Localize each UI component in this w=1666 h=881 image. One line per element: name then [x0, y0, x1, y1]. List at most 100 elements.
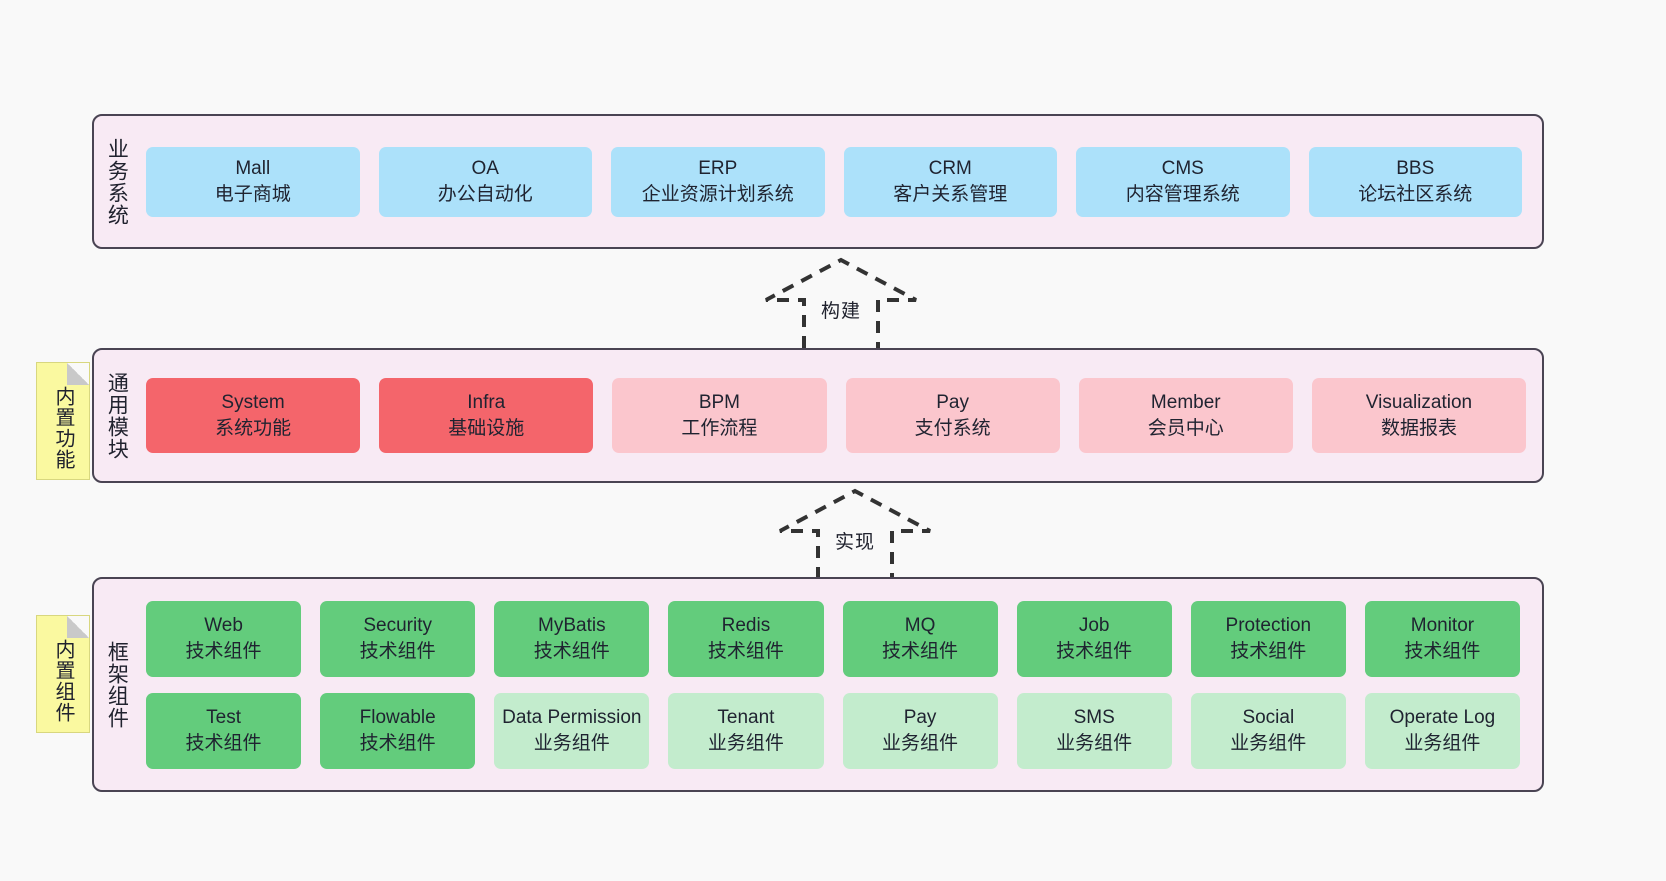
- module-card-member[interactable]: Member 会员中心: [1078, 378, 1293, 453]
- layer-row: System 系统功能 Infra 基础设施 BPM 工作流程 Pay 支付系统…: [146, 378, 1527, 453]
- module-card-cn: 会员中心: [1147, 417, 1224, 439]
- module-card-protection[interactable]: Protection 技术组件: [1190, 600, 1346, 677]
- module-card-cn: 办公自动化: [437, 183, 533, 205]
- module-card-en: Visualization: [1365, 392, 1473, 414]
- module-card-mybatis[interactable]: MyBatis 技术组件: [494, 600, 650, 677]
- module-card-en: CRM: [928, 158, 972, 180]
- module-card-en: Operate Log: [1389, 707, 1496, 729]
- module-card-visualization[interactable]: Visualization 数据报表: [1311, 378, 1527, 453]
- module-card-system[interactable]: System 系统功能: [146, 378, 361, 453]
- module-card-cn: 客户关系管理: [893, 183, 1008, 205]
- note-builtin-functions: 内置功能: [36, 362, 90, 480]
- note-fold-corner-icon: [67, 616, 89, 638]
- module-card-en: SMS: [1073, 707, 1115, 729]
- module-card-sms[interactable]: SMS 业务组件: [1016, 692, 1172, 769]
- module-card-cn: 技术组件: [1230, 640, 1307, 662]
- module-card-cn: 支付系统: [914, 417, 991, 439]
- module-card-data-permission[interactable]: Data Permission 业务组件: [494, 692, 650, 769]
- module-card-pay-business[interactable]: Pay 业务组件: [842, 692, 998, 769]
- module-card-crm[interactable]: CRM 客户关系管理: [843, 146, 1057, 217]
- module-card-web[interactable]: Web 技术组件: [146, 600, 302, 677]
- module-card-en: OA: [471, 158, 499, 180]
- module-card-en: Pay: [936, 392, 969, 414]
- module-card-cn: 业务组件: [1056, 732, 1133, 754]
- arrow-build-label: 构建: [820, 301, 861, 322]
- module-card-cn: 内容管理系统: [1125, 183, 1240, 205]
- module-card-en: Infra: [467, 392, 506, 414]
- module-card-bbs[interactable]: BBS 论坛社区系统: [1308, 146, 1522, 217]
- note-fold-corner-icon: [67, 363, 89, 385]
- module-card-en: Monitor: [1410, 615, 1475, 637]
- module-card-en: System: [221, 392, 285, 414]
- module-card-monitor[interactable]: Monitor 技术组件: [1364, 600, 1520, 677]
- module-card-cn: 技术组件: [533, 640, 610, 662]
- module-card-mall[interactable]: Mall 电子商城: [146, 146, 360, 217]
- module-card-en: BBS: [1396, 158, 1435, 180]
- module-card-en: ERP: [698, 158, 738, 180]
- module-card-cn: 技术组件: [185, 640, 262, 662]
- layer-title-framework-components: 框架组件: [105, 640, 129, 729]
- module-card-cn: 技术组件: [882, 640, 959, 662]
- layer-body-common-modules: System 系统功能 Infra 基础设施 BPM 工作流程 Pay 支付系统…: [138, 350, 1542, 481]
- module-card-en: Data Permission: [502, 707, 642, 729]
- module-card-bpm[interactable]: BPM 工作流程: [612, 378, 827, 453]
- module-card-en: Protection: [1225, 615, 1312, 637]
- module-card-infra[interactable]: Infra 基础设施: [379, 378, 594, 453]
- module-card-en: Pay: [903, 707, 937, 729]
- module-card-security[interactable]: Security 技术组件: [320, 600, 476, 677]
- module-card-cn: 业务组件: [533, 732, 610, 754]
- module-card-redis[interactable]: Redis 技术组件: [668, 600, 824, 677]
- layer-body-framework-components: Web 技术组件 Security 技术组件 MyBatis 技术组件 Redi…: [138, 579, 1542, 790]
- module-card-en: MQ: [904, 615, 936, 637]
- module-card-en: Redis: [721, 615, 771, 637]
- module-card-cms[interactable]: CMS 内容管理系统: [1076, 146, 1290, 217]
- module-card-cn: 业务组件: [882, 732, 959, 754]
- module-card-cn: 业务组件: [1230, 732, 1307, 754]
- module-card-social[interactable]: Social 业务组件: [1190, 692, 1346, 769]
- module-card-cn: 技术组件: [1404, 640, 1481, 662]
- module-card-cn: 技术组件: [1056, 640, 1133, 662]
- note-builtin-components-label: 内置组件: [52, 639, 74, 723]
- module-card-erp[interactable]: ERP 企业资源计划系统: [611, 146, 825, 217]
- module-card-en: Tenant: [717, 707, 775, 729]
- layer-body-business-system: Mall 电子商城 OA 办公自动化 ERP 企业资源计划系统 CRM 客户关系…: [138, 116, 1542, 247]
- module-card-cn: 工作流程: [681, 417, 758, 439]
- module-card-flowable[interactable]: Flowable 技术组件: [320, 692, 476, 769]
- module-card-operate-log[interactable]: Operate Log 业务组件: [1364, 692, 1520, 769]
- module-card-en: BPM: [698, 392, 741, 414]
- module-card-en: MyBatis: [538, 615, 606, 637]
- module-card-cn: 技术组件: [359, 732, 436, 754]
- module-card-cn: 数据报表: [1380, 417, 1457, 439]
- module-card-en: Flowable: [359, 707, 436, 729]
- layer-business-system: 业务系统 Mall 电子商城 OA 办公自动化 ERP 企业资源计划系统 CRM…: [92, 114, 1544, 249]
- module-card-tenant[interactable]: Tenant 业务组件: [668, 692, 824, 769]
- module-card-cn: 系统功能: [215, 417, 292, 439]
- module-card-cn: 技术组件: [359, 640, 436, 662]
- note-builtin-components: 内置组件: [36, 615, 90, 733]
- layer-framework-components: 框架组件 Web 技术组件 Security 技术组件 MyBatis 技术组件…: [92, 577, 1544, 792]
- module-card-mq[interactable]: MQ 技术组件: [842, 600, 998, 677]
- module-card-en: Web: [204, 615, 243, 637]
- layer-title-business-system: 业务系统: [105, 137, 129, 226]
- layer-row: Web 技术组件 Security 技术组件 MyBatis 技术组件 Redi…: [146, 600, 1520, 677]
- module-card-pay[interactable]: Pay 支付系统: [845, 378, 1060, 453]
- module-card-cn: 基础设施: [448, 417, 525, 439]
- module-card-en: Social: [1242, 707, 1295, 729]
- module-card-cn: 企业资源计划系统: [641, 183, 794, 205]
- arrow-build: 构建: [756, 256, 926, 352]
- layer-row: Mall 电子商城 OA 办公自动化 ERP 企业资源计划系统 CRM 客户关系…: [146, 146, 1522, 217]
- module-card-oa[interactable]: OA 办公自动化: [378, 146, 592, 217]
- module-card-cn: 业务组件: [1404, 732, 1481, 754]
- module-card-job[interactable]: Job 技术组件: [1016, 600, 1172, 677]
- module-card-en: CMS: [1161, 158, 1204, 180]
- module-card-cn: 技术组件: [707, 640, 784, 662]
- arrow-implement: 实现: [770, 487, 940, 583]
- module-card-en: Job: [1078, 615, 1110, 637]
- module-card-test[interactable]: Test 技术组件: [146, 692, 302, 769]
- module-card-cn: 论坛社区系统: [1358, 183, 1473, 205]
- module-card-en: Security: [363, 615, 432, 637]
- module-card-en: Mall: [235, 158, 271, 180]
- layer-title-common-modules: 通用模块: [105, 371, 129, 460]
- module-card-cn: 技术组件: [185, 732, 262, 754]
